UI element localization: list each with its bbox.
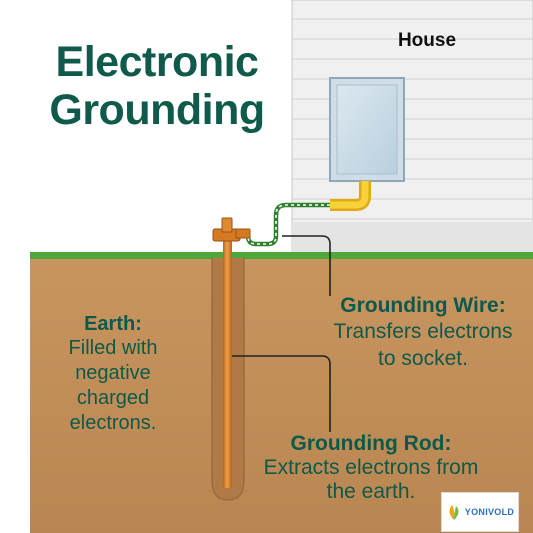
title-line-1: Electronic	[55, 38, 259, 86]
leader-lines	[232, 235, 331, 432]
logo-text: YONIVOLD	[464, 507, 515, 517]
earth-line: charged	[76, 387, 150, 409]
house-label: House	[397, 30, 457, 51]
leaf-logo-icon	[449, 505, 459, 520]
page-title: Electronic Grounding	[22, 38, 292, 134]
soil	[30, 258, 533, 533]
grounding-rod-line: Extracts electrons from	[263, 456, 479, 479]
grounding-wire-line: Transfers electrons	[333, 320, 513, 343]
earth-callout: Earth: Filled with negative charged elec…	[38, 313, 188, 436]
earth-heading: Earth:	[84, 313, 142, 335]
earth-line: electrons.	[69, 412, 157, 434]
grounding-wire-cable	[245, 202, 330, 247]
brand-logo: YONIVOLD	[441, 492, 519, 532]
electrical-panel	[329, 77, 405, 182]
grounding-wire-callout: Grounding Wire: Transfers electrons to s…	[318, 294, 528, 372]
grounding-rod-callout: Grounding Rod: Extracts electrons from t…	[230, 432, 512, 504]
grounding-wire-line: to socket.	[378, 347, 468, 370]
earth-line: negative	[75, 362, 151, 384]
earth-line: Filled with	[68, 337, 158, 359]
grounding-rod-line: the earth.	[326, 480, 416, 503]
grounding-rod-heading: Grounding Rod:	[290, 432, 452, 455]
grounding-rod	[212, 217, 251, 488]
title-line-2: Grounding	[49, 86, 265, 134]
grounding-wire-heading: Grounding Wire:	[340, 294, 506, 317]
grass-line	[30, 252, 533, 259]
